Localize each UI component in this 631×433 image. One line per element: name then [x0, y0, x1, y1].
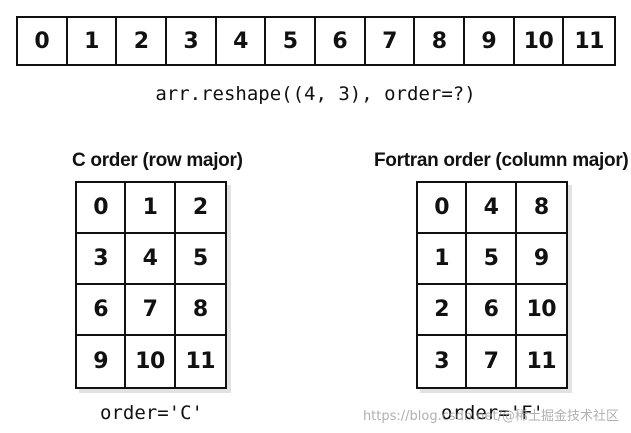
fortran-order-grid: 0 4 8 1 5 9 2 6 10 3 7 11	[416, 181, 568, 389]
grid-cell: 1	[126, 183, 176, 234]
c-order-label: order='C'	[100, 402, 203, 424]
array-cell: 3	[167, 18, 217, 64]
grid-cell: 11	[526, 349, 557, 374]
grid-cell: 3	[418, 336, 468, 387]
grid-cell: 9	[77, 336, 127, 387]
array-cell: 8	[415, 18, 465, 64]
grid-cell: 11	[185, 349, 216, 374]
grid-cell: 2	[175, 183, 225, 234]
grid-cell: 9	[516, 234, 566, 285]
array-cell: 9	[465, 18, 515, 64]
grid-cell: 7	[126, 285, 176, 336]
grid-cell: 2	[418, 285, 468, 336]
flat-array: 0 1 2 3 4 5 6 7 8 9 10 11	[16, 16, 616, 66]
grid-cell: 8	[516, 183, 566, 234]
array-cell: 1	[68, 18, 118, 64]
array-cell: 4	[217, 18, 267, 64]
fortran-order-label: order='F'	[441, 402, 544, 424]
grid-cell: 4	[467, 183, 517, 234]
array-cell: 2	[117, 18, 167, 64]
reshape-code: arr.reshape((4, 3), order=?)	[155, 83, 476, 105]
array-cell: 6	[316, 18, 366, 64]
grid-cell: 10	[126, 336, 176, 387]
array-cell: 10	[515, 18, 565, 64]
grid-cell: 4	[126, 234, 176, 285]
grid-cell: 0	[77, 183, 127, 234]
watermark: https://blog.csdn.net/@稀土掘金技术社区	[362, 409, 619, 424]
grid-cell: 6	[77, 285, 127, 336]
fortran-order-title: Fortran order (column major)	[374, 150, 629, 171]
array-cell: 0	[18, 18, 68, 64]
grid-cell: 0	[418, 183, 468, 234]
array-cell: 11	[574, 28, 604, 54]
array-cell: 5	[266, 18, 316, 64]
grid-cell: 5	[175, 234, 225, 285]
grid-cell: 5	[467, 234, 517, 285]
c-order-title: C order (row major)	[72, 150, 243, 171]
grid-cell: 7	[467, 336, 517, 387]
grid-cell: 6	[467, 285, 517, 336]
grid-cell: 3	[77, 234, 127, 285]
array-cell: 7	[366, 18, 416, 64]
c-order-grid: 0 1 2 3 4 5 6 7 8 9 10 11	[75, 181, 227, 389]
grid-cell: 10	[516, 285, 566, 336]
grid-cell: 1	[418, 234, 468, 285]
grid-cell: 8	[175, 285, 225, 336]
